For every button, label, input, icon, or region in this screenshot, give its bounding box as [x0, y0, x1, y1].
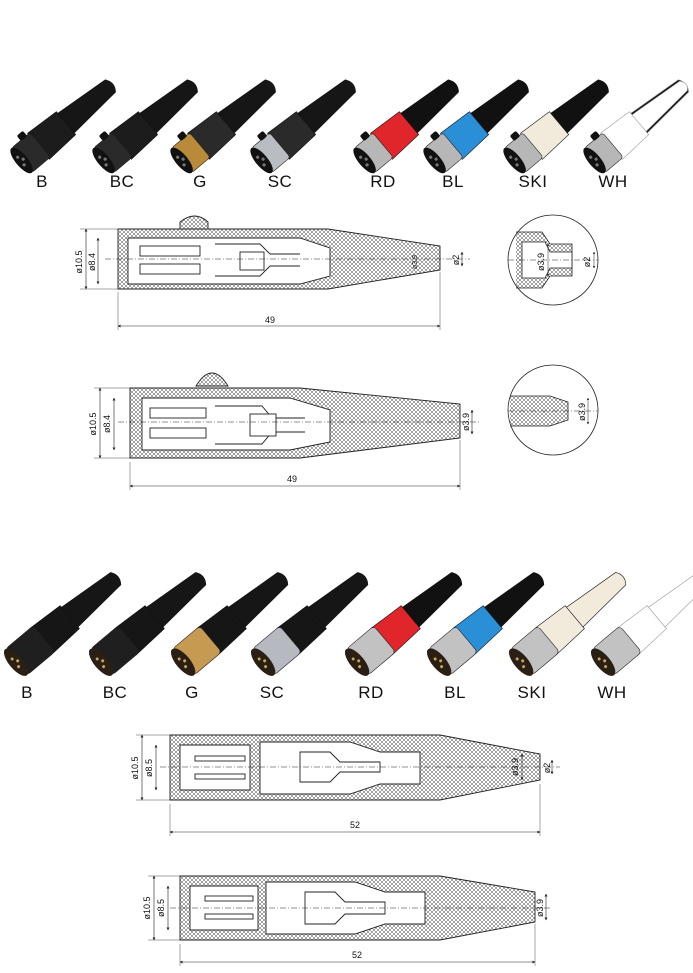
- female-connector-bc: [92, 79, 198, 174]
- female-connector-photos: [10, 79, 689, 174]
- female-a-dia-cable: ø3.9: [412, 255, 419, 269]
- male-drawing-b: [148, 875, 552, 966]
- male-a-dia-outer: ø10.5: [130, 756, 140, 779]
- female-connector-g: [170, 79, 276, 174]
- female-connector-bl: [423, 79, 529, 174]
- female-variant-label: SKI: [518, 172, 548, 191]
- male-variant-label: WH: [597, 683, 627, 702]
- male-connector-bc: [88, 572, 207, 676]
- female-detail-b-dia: ø2: [582, 257, 592, 268]
- female-connector-b: [10, 79, 116, 174]
- female-variant-label: WH: [598, 172, 628, 191]
- female-detail-c-dia: ø3.9: [577, 403, 587, 421]
- male-b-length: 52: [352, 950, 362, 960]
- female-variant-label: BC: [109, 172, 135, 191]
- female-connector-ski: [503, 79, 609, 174]
- female-a-dia-outer: ø10.5: [74, 250, 84, 273]
- male-a-dia-tip: ø2: [542, 763, 552, 774]
- female-detail-a: [507, 214, 599, 306]
- male-variant-label: BC: [102, 683, 128, 702]
- male-variant-label: SC: [259, 683, 285, 702]
- male-variant-label: B: [21, 683, 33, 702]
- female-b-dia-cable: ø3.9: [461, 413, 471, 431]
- male-connector-bl: [426, 572, 545, 676]
- male-connector-wh: [590, 572, 693, 676]
- male-b-dia-cable: ø3.9: [535, 899, 545, 917]
- female-a-dia-inner: ø8.4: [87, 253, 97, 271]
- female-b-dia-outer: ø10.5: [88, 412, 98, 435]
- male-a-dia-cable: ø3.9: [510, 758, 520, 776]
- male-drawing-a: [136, 734, 560, 836]
- female-connector-sc: [250, 79, 356, 174]
- female-variant-label: SC: [267, 172, 293, 191]
- female-drawing-b: [94, 372, 480, 490]
- female-variant-label: BL: [442, 172, 464, 191]
- male-connector-rd: [344, 572, 463, 676]
- male-connector-b: [3, 572, 122, 676]
- female-variant-label: B: [36, 172, 48, 191]
- female-detail-a-dia: ø3.9: [536, 253, 546, 271]
- female-a-dia-tip: ø2: [451, 255, 461, 266]
- male-connector-sc: [250, 572, 369, 676]
- female-b-length: 49: [287, 474, 297, 484]
- male-connector-g: [170, 572, 289, 676]
- female-b-dia-inner: ø8.4: [102, 415, 112, 433]
- male-b-dia-inner: ø8.5: [156, 899, 166, 917]
- female-variant-label: RD: [370, 172, 396, 191]
- female-variant-label: G: [193, 172, 207, 191]
- male-variant-label: RD: [358, 683, 384, 702]
- female-detail-c: [507, 364, 599, 456]
- male-connector-photos: [3, 572, 693, 676]
- female-drawing-a: [80, 215, 470, 330]
- male-variant-label: BL: [444, 683, 466, 702]
- male-connector-ski: [508, 572, 627, 676]
- male-variant-label: G: [185, 683, 199, 702]
- female-connector-rd: [353, 79, 459, 174]
- male-a-dia-inner: ø8.5: [144, 759, 154, 777]
- female-connector-wh: [583, 79, 689, 174]
- male-variant-label: SKI: [517, 683, 547, 702]
- male-b-dia-outer: ø10.5: [142, 896, 152, 919]
- male-a-length: 52: [350, 820, 360, 830]
- female-a-length: 49: [265, 315, 275, 325]
